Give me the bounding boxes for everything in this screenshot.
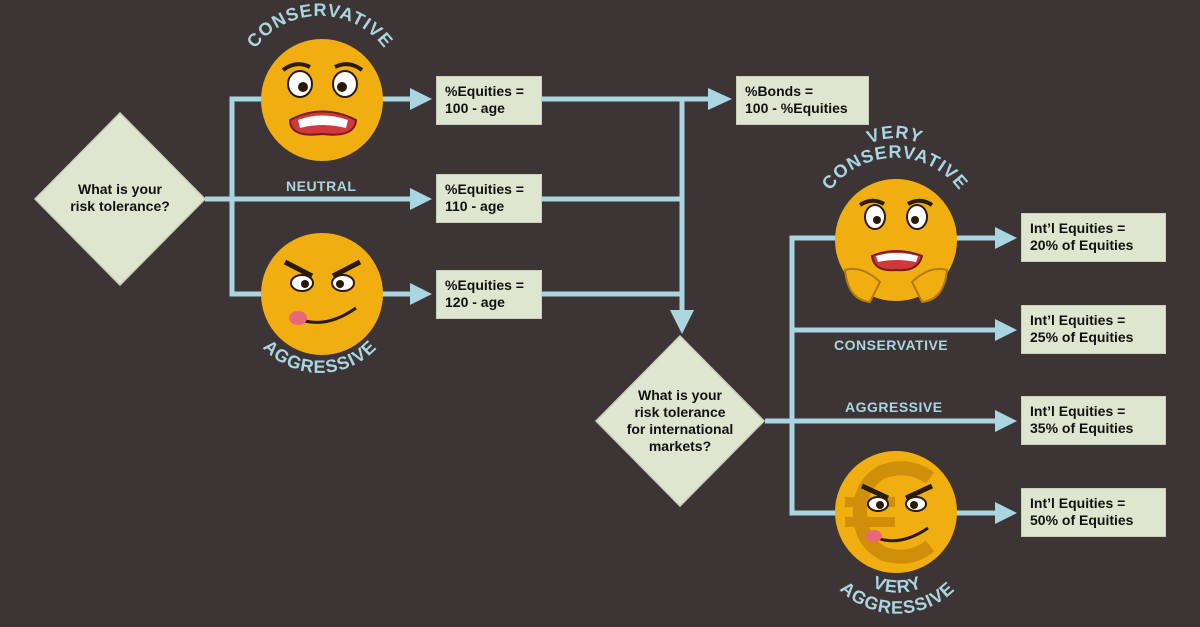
intl-box-line: 35% of Equities (1030, 420, 1134, 436)
decision-intl-line: What is your (637, 387, 722, 403)
equity-box-conservative: %Equities = 100 - age (436, 76, 542, 125)
decision-main-line: risk tolerance? (70, 198, 170, 214)
euro-face-icon (835, 451, 957, 573)
arrowhead (410, 283, 432, 305)
connector-lines (205, 96, 995, 516)
equity-box-line: %Equities = (445, 277, 524, 293)
intl-box-very-aggressive: Int’l Equities = 50% of Equities (1021, 488, 1166, 537)
worried-face-icon (261, 39, 383, 161)
arrowhead (670, 310, 694, 334)
equity-box-line: %Equities = (445, 181, 524, 197)
arrowhead (995, 410, 1017, 432)
intl-box-line: 25% of Equities (1030, 329, 1134, 345)
equity-box-neutral: %Equities = 110 - age (436, 174, 542, 223)
arrowhead (995, 319, 1017, 341)
intl-box-very-conservative: Int’l Equities = 20% of Equities (1021, 213, 1166, 262)
decision-intl-line: for international (626, 421, 734, 437)
intl-box-line: Int’l Equities = (1030, 495, 1126, 511)
decision-intl-text: What is your risk tolerance for internat… (605, 387, 755, 455)
decision-main-line: What is your (77, 181, 162, 197)
intl-box-line: 20% of Equities (1030, 237, 1134, 253)
intl-box-line: 50% of Equities (1030, 512, 1134, 528)
label-neutral: NEUTRAL (286, 178, 357, 194)
decision-main-text: What is your risk tolerance? (50, 181, 190, 215)
scared-face-icon (835, 179, 957, 304)
decision-intl-line: markets? (648, 438, 712, 454)
decision-diamond-intl (594, 334, 766, 508)
intl-box-line: Int’l Equities = (1030, 220, 1126, 236)
equity-box-aggressive: %Equities = 120 - age (436, 270, 542, 319)
intl-box-aggressive: Int’l Equities = 35% of Equities (1021, 396, 1166, 445)
smirking-face-icon (261, 233, 383, 355)
arrowhead (410, 88, 432, 110)
arrowhead (995, 227, 1017, 249)
arrowhead (995, 502, 1017, 524)
label-intl-conservative: CONSERVATIVE (834, 337, 949, 353)
equity-box-line: 100 - age (445, 100, 505, 116)
intl-box-line: Int’l Equities = (1030, 312, 1126, 328)
label-intl-aggressive: AGGRESSIVE (845, 399, 943, 415)
intl-box-conservative: Int’l Equities = 25% of Equities (1021, 305, 1166, 354)
decision-intl-line: risk tolerance (634, 404, 726, 420)
connector-arrowheads (410, 88, 1017, 524)
arrowhead (410, 188, 432, 210)
equity-box-line: %Equities = (445, 83, 524, 99)
intl-box-line: Int’l Equities = (1030, 403, 1126, 419)
bonds-box-line: %Bonds = (745, 83, 814, 99)
decision-diamond-main (33, 111, 207, 287)
svg-text:VERY: VERY (871, 572, 925, 597)
label-very-aggressive-1: VERY (871, 572, 924, 597)
bonds-box: %Bonds = 100 - %Equities (736, 76, 869, 125)
arrowhead (708, 88, 732, 110)
equity-box-line: 110 - age (445, 198, 505, 214)
equity-box-line: 120 - age (445, 294, 505, 310)
bonds-box-line: 100 - %Equities (745, 100, 848, 116)
